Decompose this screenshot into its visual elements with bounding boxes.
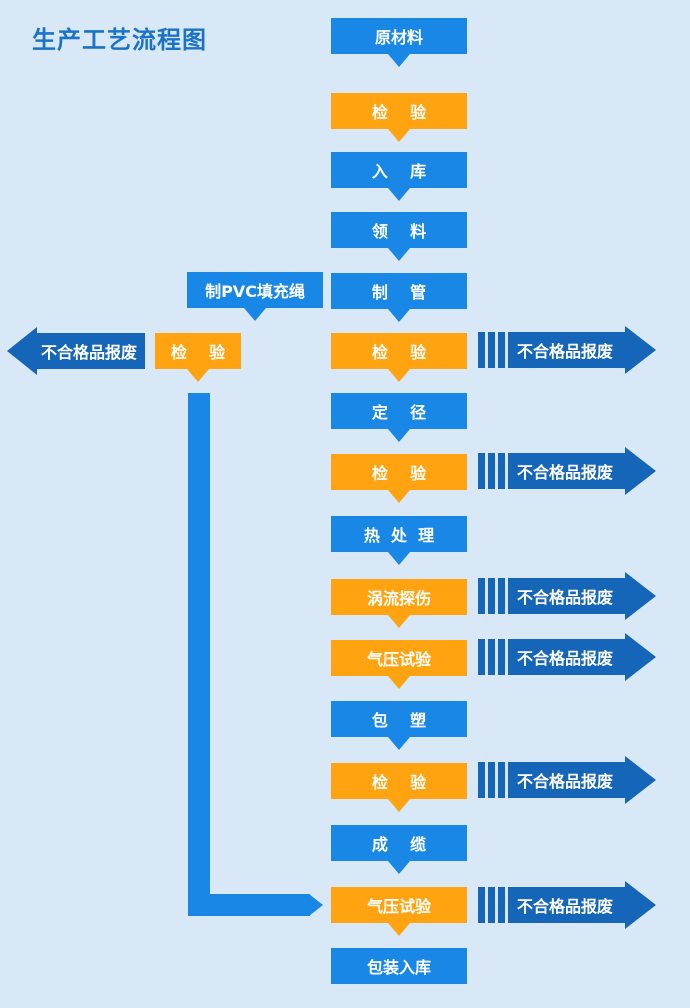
reject-after-inspection-2: 不合格品报废 [478,326,656,374]
reject-label: 不合格品报废 [508,572,656,620]
reject-label: 不合格品报废 [508,756,656,804]
step-eddy-current: 涡流探伤 [331,579,467,628]
step-storage: 入 库 [331,152,467,201]
step-air-pressure-test-2: 气压试验 [331,887,467,936]
reject-after-inspection-4: 不合格品报废 [478,756,656,804]
step-inspection-4: 检 验 [331,763,467,812]
reject-label: 不合格品报废 [508,881,656,929]
step-material-collection: 领 料 [331,212,467,261]
step-sizing: 定 径 [331,393,467,442]
connector-arrowhead [309,894,323,916]
connector-horizontal [188,894,310,916]
step-tube-making: 制 管 [331,273,467,322]
step-raw-material: 原材料 [331,18,467,67]
step-inspection-2: 检 验 [331,333,467,382]
step-inspection-1: 检 验 [331,93,467,142]
page-title: 生产工艺流程图 [32,26,207,54]
step-packaging-storage: 包装入库 [331,948,467,984]
side-inspection: 检 验 [155,333,241,382]
connector-vertical [188,393,210,916]
reject-label: 不合格品报废 [508,633,656,681]
reject-after-air-pressure-1: 不合格品报废 [478,633,656,681]
step-inspection-3: 检 验 [331,454,467,503]
reject-after-inspection-3: 不合格品报废 [478,447,656,495]
side-pvc-filler-rope: 制PVC填充绳 [187,272,323,321]
step-plastic-coating: 包 塑 [331,701,467,750]
step-heat-treatment: 热 处 理 [331,516,467,565]
side-reject-arrow: 不合格品报废 [7,327,145,375]
reject-label: 不合格品报废 [508,326,656,374]
reject-after-eddy-current: 不合格品报废 [478,572,656,620]
reject-label: 不合格品报废 [508,447,656,495]
step-cabling: 成 缆 [331,825,467,874]
reject-after-air-pressure-2: 不合格品报废 [478,881,656,929]
step-air-pressure-test-1: 气压试验 [331,640,467,689]
